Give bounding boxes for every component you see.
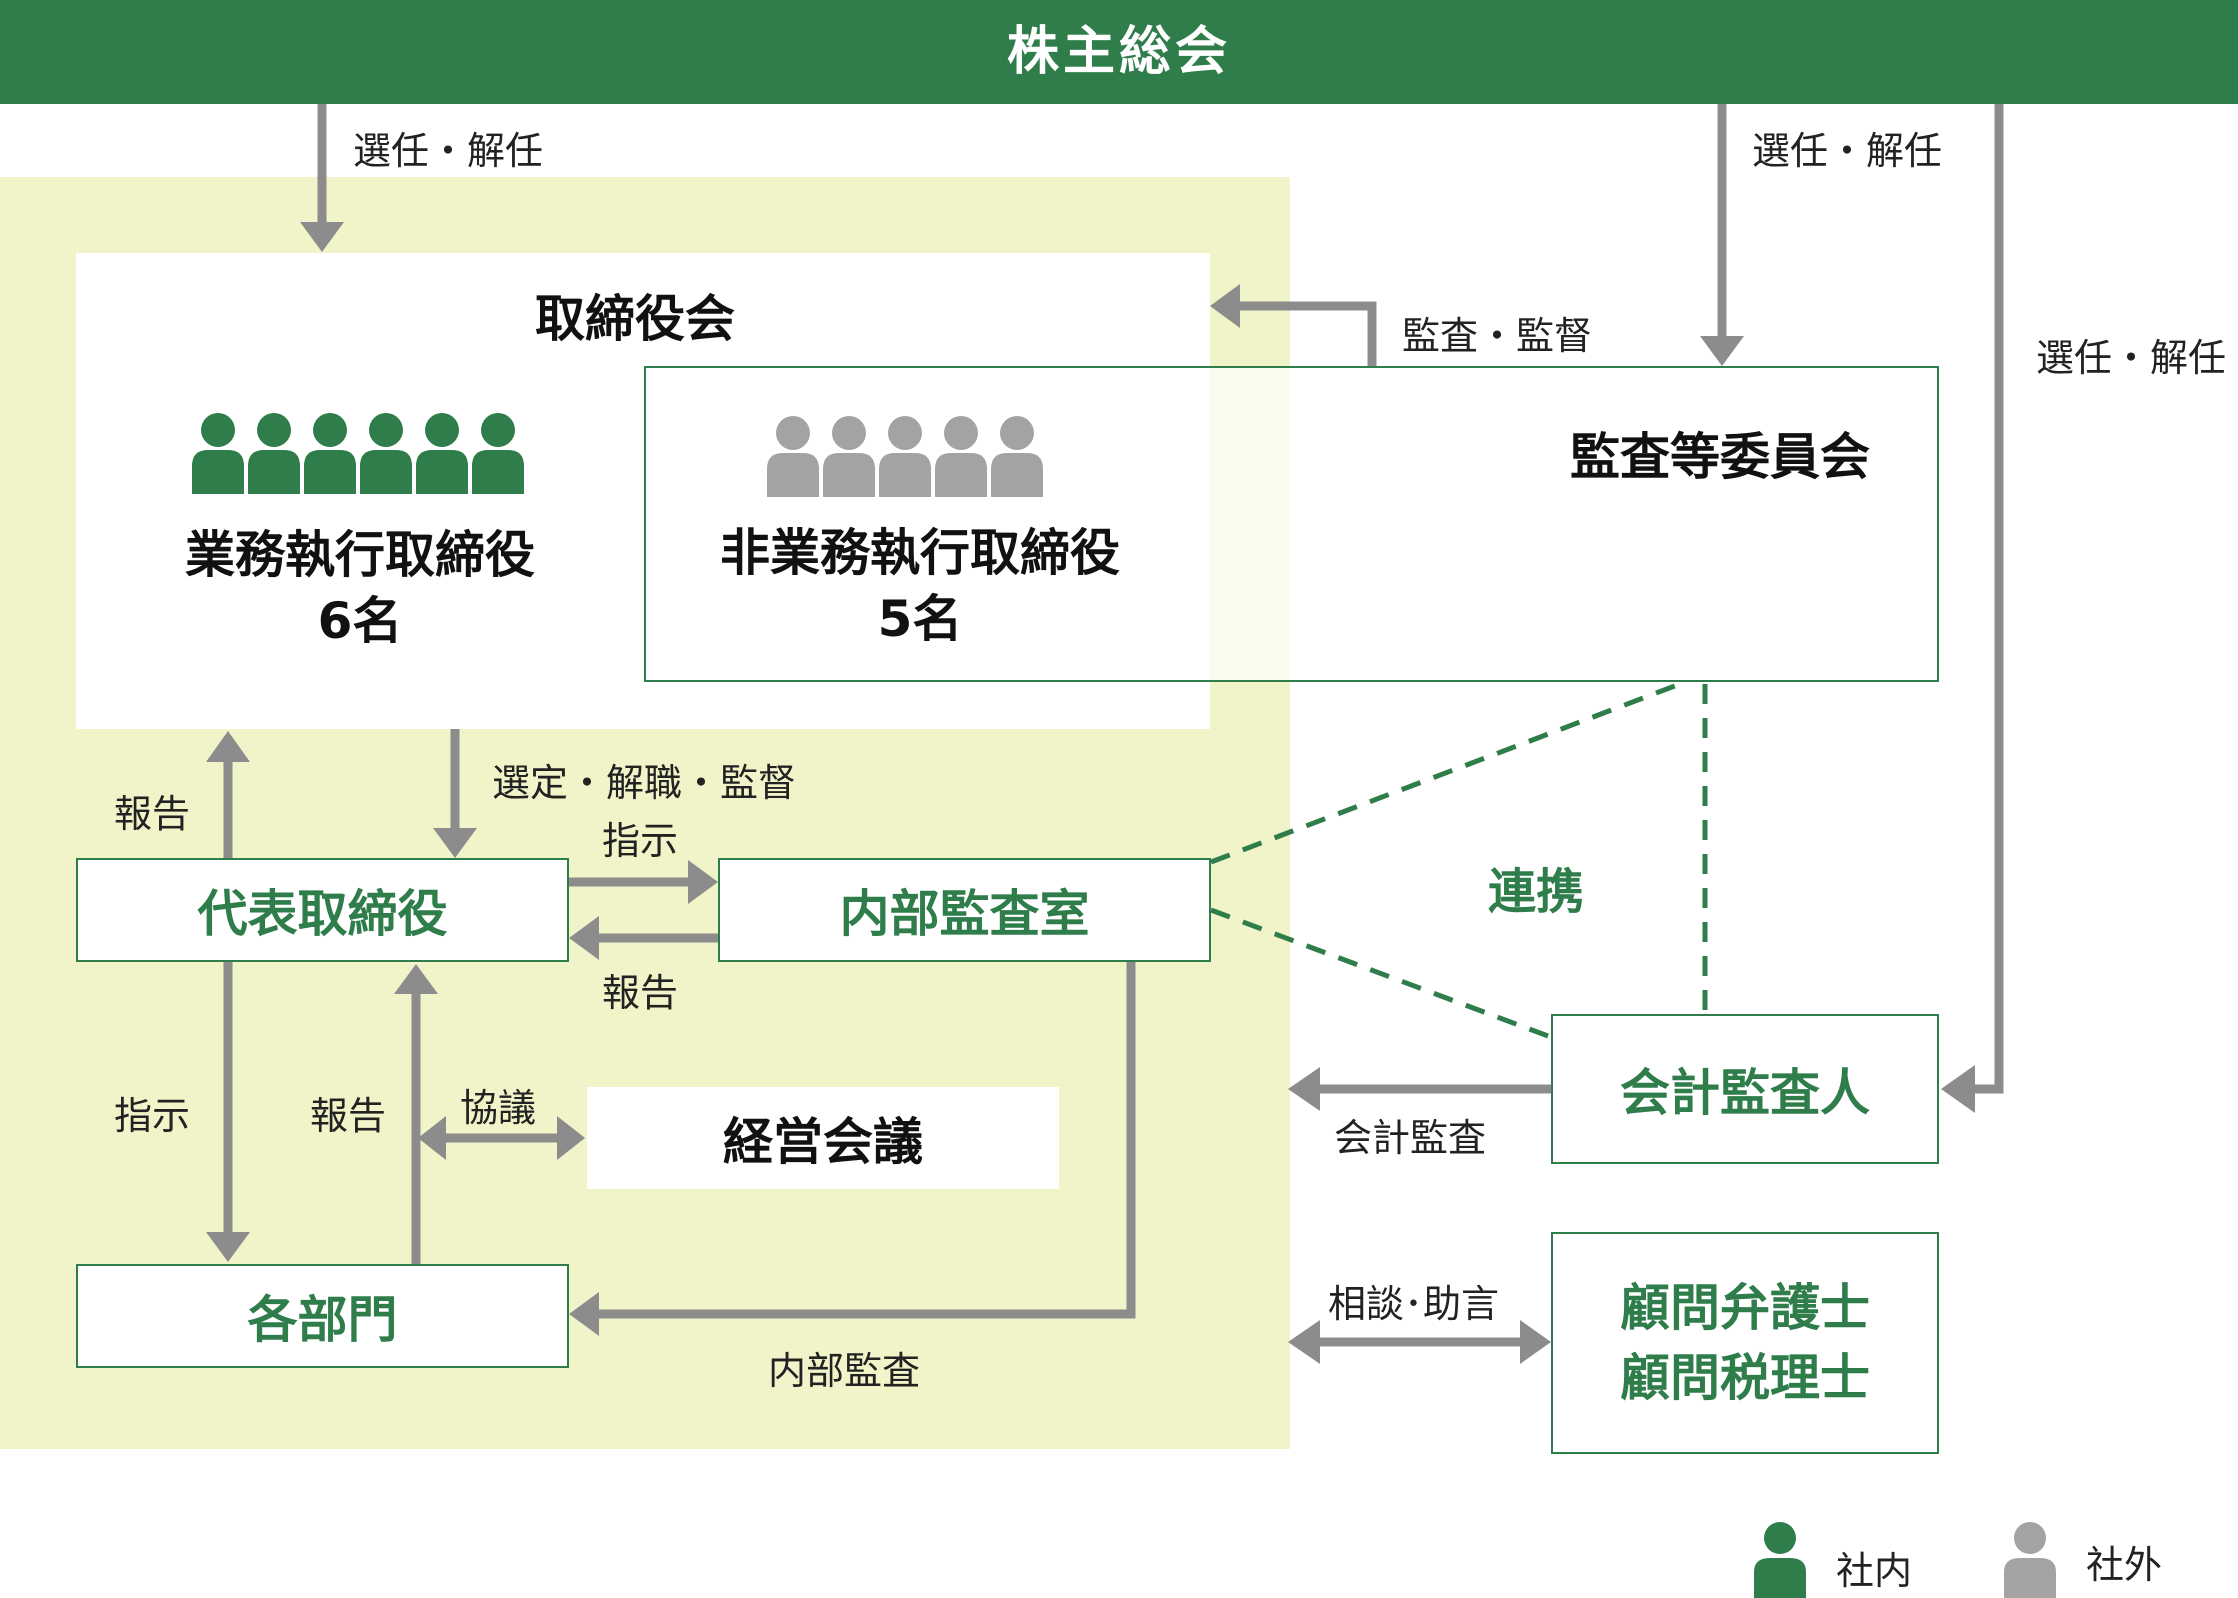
person-icon bbox=[823, 416, 875, 497]
executive-directors-icons bbox=[190, 410, 530, 494]
person-icon bbox=[767, 416, 819, 497]
cooperation-dashed-lines bbox=[1210, 681, 1708, 1039]
instruct-internal-audit-label: 指示 bbox=[602, 819, 679, 863]
shareholders-meeting-bar bbox=[0, 0, 2238, 104]
report-from-departments-label: 報告 bbox=[310, 1094, 387, 1138]
report-to-board-label: 報告 bbox=[114, 792, 191, 836]
consult-advice-label: 相談･助言 bbox=[1328, 1282, 1500, 1326]
non-executive-person-icons-svg bbox=[767, 416, 1043, 497]
person-icon bbox=[416, 413, 468, 494]
report-from-internal-audit-label: 報告 bbox=[602, 971, 679, 1015]
management-meeting-box: 経営会議 bbox=[587, 1087, 1059, 1189]
audit-committee-box bbox=[644, 366, 1939, 682]
non-executive-directors-count: 5名 bbox=[877, 590, 963, 648]
non-executive-directors-icons bbox=[765, 413, 1050, 497]
audit-supervise-label: 監査・監督 bbox=[1402, 314, 1593, 358]
legend-internal: 社内 bbox=[1752, 1520, 1952, 1598]
select-dismiss-label-right: 選任・解任 bbox=[2036, 336, 2227, 380]
person-icon bbox=[248, 413, 300, 494]
executive-person-icons-svg bbox=[192, 413, 524, 494]
audit-committee-title: 監査等委員会 bbox=[1570, 428, 1870, 486]
internal-audit-office-box: 内部監査室 bbox=[718, 858, 1211, 962]
legend-external-label: 社外 bbox=[2086, 1543, 2163, 1587]
consult-label: 協議 bbox=[460, 1086, 537, 1130]
advisors-box: 顧問弁護士 顧問税理士 bbox=[1551, 1232, 1939, 1454]
instruct-departments-label: 指示 bbox=[114, 1094, 191, 1138]
board-title: 取締役会 bbox=[535, 290, 735, 348]
non-executive-directors-label: 非業務執行取締役 bbox=[720, 524, 1120, 582]
legend-external: 社外 bbox=[2002, 1520, 2202, 1598]
accounting-auditor-box: 会計監査人 bbox=[1551, 1014, 1939, 1164]
person-icon bbox=[472, 413, 524, 494]
legend-internal-label: 社内 bbox=[1836, 1549, 1913, 1593]
person-icon bbox=[192, 413, 244, 494]
departments-box: 各部門 bbox=[76, 1264, 569, 1368]
advisor-lawyer-label: 顧問弁護士 bbox=[1620, 1279, 1870, 1337]
person-icon bbox=[991, 416, 1043, 497]
person-icon bbox=[304, 413, 356, 494]
person-icon bbox=[360, 413, 412, 494]
shareholders-meeting-title: 株主総会 bbox=[1006, 22, 1231, 82]
person-icon bbox=[1754, 1522, 1806, 1598]
accounting-audit-label: 会計監査 bbox=[1334, 1116, 1487, 1160]
person-icon bbox=[879, 416, 931, 497]
executive-directors-count: 6名 bbox=[317, 592, 403, 650]
arrowheads bbox=[206, 222, 1975, 1364]
representative-director-box: 代表取締役 bbox=[76, 858, 569, 962]
advisor-tax-accountant-label: 顧問税理士 bbox=[1620, 1349, 1870, 1407]
select-dismiss-supervise-label: 選定・解職・監督 bbox=[492, 761, 797, 805]
select-dismiss-label-left: 選任・解任 bbox=[353, 129, 544, 173]
internal-audit-label: 内部監査 bbox=[768, 1349, 921, 1393]
executive-directors-label: 業務執行取締役 bbox=[185, 526, 535, 584]
person-icon bbox=[2004, 1522, 2056, 1598]
select-dismiss-label-middle: 選任・解任 bbox=[1752, 129, 1943, 173]
cooperation-label: 連携 bbox=[1488, 864, 1585, 920]
person-icon bbox=[935, 416, 987, 497]
